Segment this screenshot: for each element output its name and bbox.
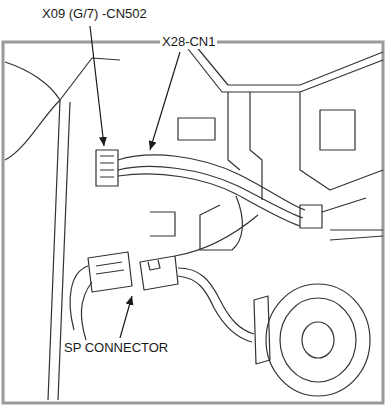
connector-callout: X09 (G/7) -CN502 bbox=[40, 6, 149, 21]
connector-callout: X28-CN1 bbox=[160, 34, 217, 49]
housing-drawing bbox=[5, 45, 383, 400]
leader-lines bbox=[90, 26, 180, 338]
connector-callout: SP CONNECTOR bbox=[62, 340, 170, 355]
frame bbox=[3, 42, 383, 403]
